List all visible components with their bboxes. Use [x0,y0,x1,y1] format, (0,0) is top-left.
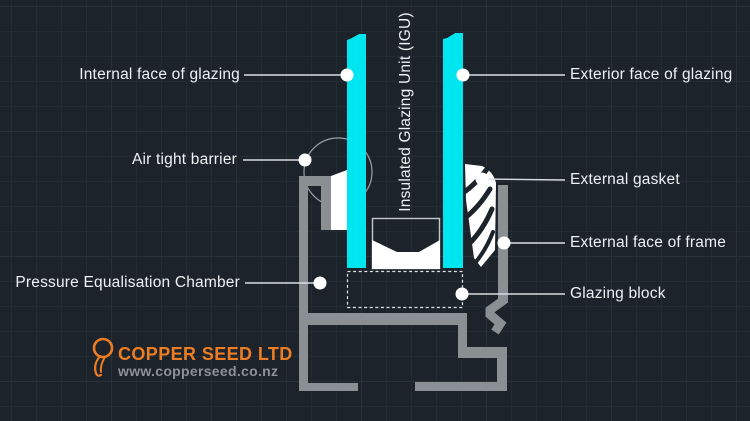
gasket-cut-4 [473,230,495,265]
company-name: COPPER SEED LTD [118,344,293,364]
frame-bottom-right [415,382,507,391]
dot-external-frame [497,236,511,250]
frame-bottom-left [299,383,358,391]
label-external-gasket: External gasket [570,171,680,188]
leader-lines [243,74,566,295]
dot-air-tight [298,153,312,167]
label-internal-face: Internal face of glazing [79,66,240,83]
gasket-cut-1 [460,166,490,196]
label-external-frame-face: External face of frame [570,234,727,251]
dot-pressure-chamber [313,276,327,290]
spacer-fill [372,240,440,269]
gasket-cut-3 [466,206,495,247]
frame-hook [485,296,507,335]
label-glazing-block: Glazing block [570,285,666,302]
igu-spacer [371,217,441,270]
glazing-block-outline [346,270,464,309]
igu-vertical-label: Insulated Glazing Unit (IGU) [397,12,414,212]
gasket-cut-2 [462,186,493,221]
frame-inner-leg [321,186,331,230]
dot-external-gasket [475,172,489,186]
frame-right-horizontal [458,347,507,358]
chamber-floor [308,313,467,325]
copper-seed-icon [92,337,114,377]
dot-internal-face [340,68,354,82]
label-exterior-face: Exterior face of glazing [570,66,733,83]
glazing-pane-external [443,33,463,268]
label-air-tight-barrier: Air tight barrier [131,151,237,168]
leader-external-gasket [481,178,566,181]
leader-dots [298,68,511,301]
frame-top-arm [299,176,331,186]
external-gasket-shape [460,164,496,267]
dot-exterior-face [456,68,470,82]
glazing-panes [347,32,463,268]
air-tight-barrier-shape [331,170,347,230]
frame-step-vertical [458,325,467,351]
brand-logo: COPPER SEED LTD www.copperseed.co.nz [88,335,308,385]
label-pressure-chamber: Pressure Equalisation Chamber [15,274,240,291]
dot-glazing-block [455,287,469,301]
website-url: www.copperseed.co.nz [118,363,279,379]
glazing-pane-internal [347,34,366,268]
pane-top-cap-left [347,33,361,40]
frame-right-vertical [497,358,507,390]
pane-top-cap-right [443,32,457,39]
